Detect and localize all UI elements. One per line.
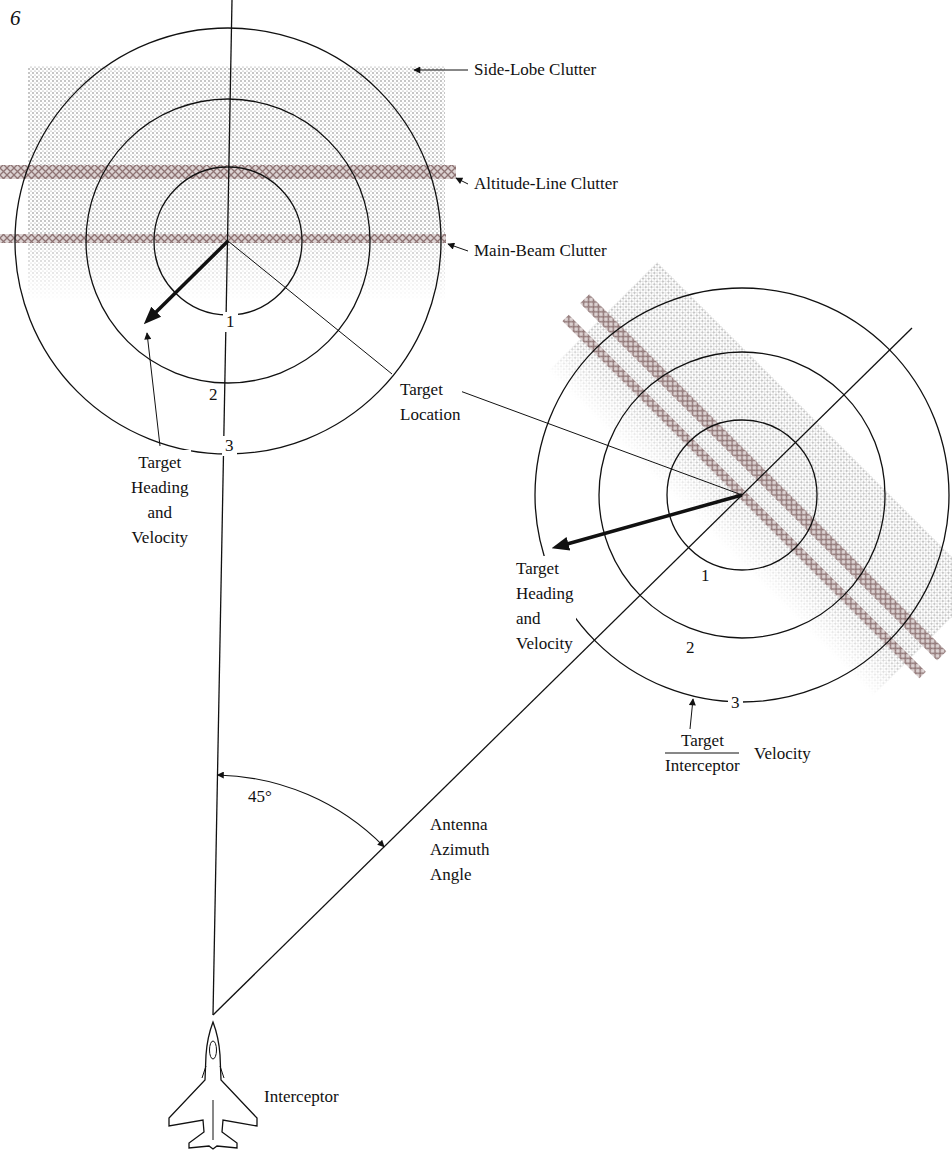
angle-arc (218, 775, 385, 847)
side-lobe-clutter-region (28, 66, 445, 301)
aircraft-canopy (210, 1041, 217, 1059)
target-velocity-vector (560, 495, 742, 546)
ring-number: 2 (206, 385, 221, 405)
leader-line (452, 388, 742, 495)
ring-number: 3 (222, 436, 237, 456)
axis-label: Velocity (752, 744, 813, 764)
antenna-line (213, 328, 912, 1015)
side-lobe-clutter-region (548, 262, 952, 697)
leader-line (147, 333, 160, 446)
velocity-ring (15, 28, 441, 454)
figure-number: 6 (8, 8, 23, 28)
ring-number: 3 (728, 693, 743, 713)
callout-label: Target Location (398, 377, 462, 427)
interceptor-aircraft (169, 1022, 257, 1149)
clutter-label: Main-Beam Clutter (472, 241, 609, 261)
fraction-numerator: Target (679, 731, 726, 751)
aircraft-detail (202, 1066, 224, 1140)
aircraft-label: Interceptor (262, 1087, 341, 1107)
target-velocity-vector (150, 241, 228, 318)
leader-line (448, 244, 468, 251)
callout-label: Antenna Azimuth Angle (428, 812, 492, 887)
callout-label: Target Heading and Velocity (129, 450, 191, 550)
leader-line (456, 178, 468, 184)
boresight-line (213, 0, 232, 1015)
callout-label: Target Heading and Velocity (514, 556, 576, 656)
leader-line (690, 699, 693, 729)
ring-number: 2 (683, 638, 698, 658)
fraction-denominator: Interceptor (663, 756, 742, 776)
aircraft-outline (169, 1022, 257, 1149)
clutter-plot-left (0, 28, 456, 454)
clutter-label: Side-Lobe Clutter (472, 60, 598, 80)
main-beam-clutter-band (0, 234, 446, 243)
leader-line (414, 70, 468, 71)
leader-line (228, 241, 392, 374)
angle-value: 45° (246, 787, 274, 807)
fraction-bar (665, 753, 739, 754)
clutter-label: Altitude-Line Clutter (472, 174, 620, 194)
main-beam-clutter-band (562, 315, 925, 678)
ring-number: 1 (698, 566, 713, 586)
ring-number: 1 (223, 312, 238, 332)
